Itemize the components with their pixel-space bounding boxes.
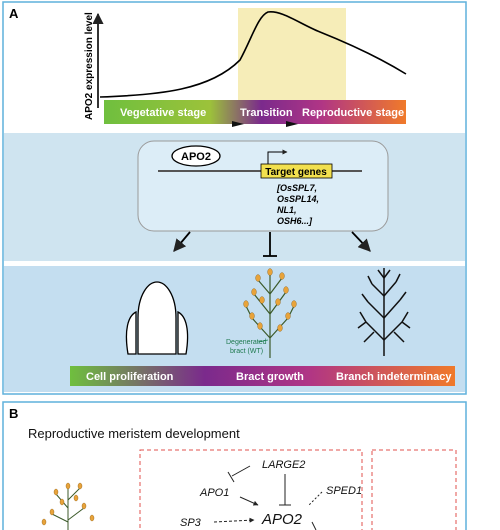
- outcome-branch-indeterminacy: Branch indeterminacy: [336, 371, 452, 383]
- bract-pointer: [257, 339, 269, 343]
- gene-sped1: SPED1: [326, 485, 362, 497]
- target-genes-box: [260, 163, 333, 179]
- large2-apo1-edge: [231, 465, 251, 477]
- bract-note-line-2: bract (WT): [230, 348, 263, 355]
- stage-bar: [104, 100, 406, 124]
- gene-sp3: SP3: [180, 517, 202, 529]
- outcome-bar: [70, 366, 455, 386]
- transition-highlight: [238, 8, 346, 108]
- gene-apo1: APO1: [199, 487, 229, 499]
- target-gene-3: NL1,: [277, 205, 297, 215]
- gene-large2: LARGE2: [262, 459, 305, 471]
- target-gene-4: OSH6...]: [277, 216, 313, 226]
- apo2-protein-label: APO2: [181, 151, 211, 163]
- apo2-protein-oval: [171, 145, 221, 167]
- expression-curve: [99, 11, 407, 98]
- large2-apo1-bar: [227, 471, 235, 483]
- arrow-to-branch-indeterminacy: [351, 231, 371, 252]
- sped1-apo2-edge: [307, 491, 323, 507]
- outcome-cell-proliferation: Cell proliferation: [86, 371, 174, 383]
- regulator-dashed-box: [139, 449, 363, 530]
- panel-a-frame: [2, 1, 467, 395]
- stage-arrow-1: [232, 121, 244, 127]
- apo2-output-edge: [311, 521, 317, 530]
- indeterminate-branch: [357, 268, 411, 356]
- sp3-apo2-edge: [213, 517, 255, 523]
- target-gene-1: [OsSPL7,: [276, 183, 317, 193]
- target-genes-title: Target genes: [265, 167, 327, 178]
- panel-b-label: B: [9, 406, 18, 421]
- panel-a-label: A: [9, 6, 19, 21]
- meristem-cartoon: [125, 281, 189, 355]
- stage-arrow-2: [286, 121, 298, 127]
- transcription-start-arrow: [267, 149, 288, 166]
- stage-reproductive: Reproductive stage: [302, 107, 404, 119]
- apo1-apo2-edge: [239, 496, 259, 506]
- stage-transition: Transition: [240, 107, 293, 119]
- arrow-to-cell-proliferation: [173, 231, 191, 252]
- panicle-spikelets: [243, 268, 297, 332]
- right-dashed-box: [371, 449, 457, 530]
- target-gene-2: OsSPL14,: [277, 194, 319, 204]
- panel-b-title: Reproductive meristem development: [28, 426, 240, 441]
- panel-b-frame: [2, 401, 467, 530]
- stage-vegetative: Vegetative stage: [120, 107, 206, 119]
- y-axis-label: APO2 expression level: [84, 12, 95, 120]
- bract-note-line-1: Degenerated: [226, 339, 267, 346]
- outcome-bract-growth: Bract growth: [236, 371, 304, 383]
- small-panicle: [41, 482, 95, 530]
- gene-apo2: APO2: [261, 511, 303, 528]
